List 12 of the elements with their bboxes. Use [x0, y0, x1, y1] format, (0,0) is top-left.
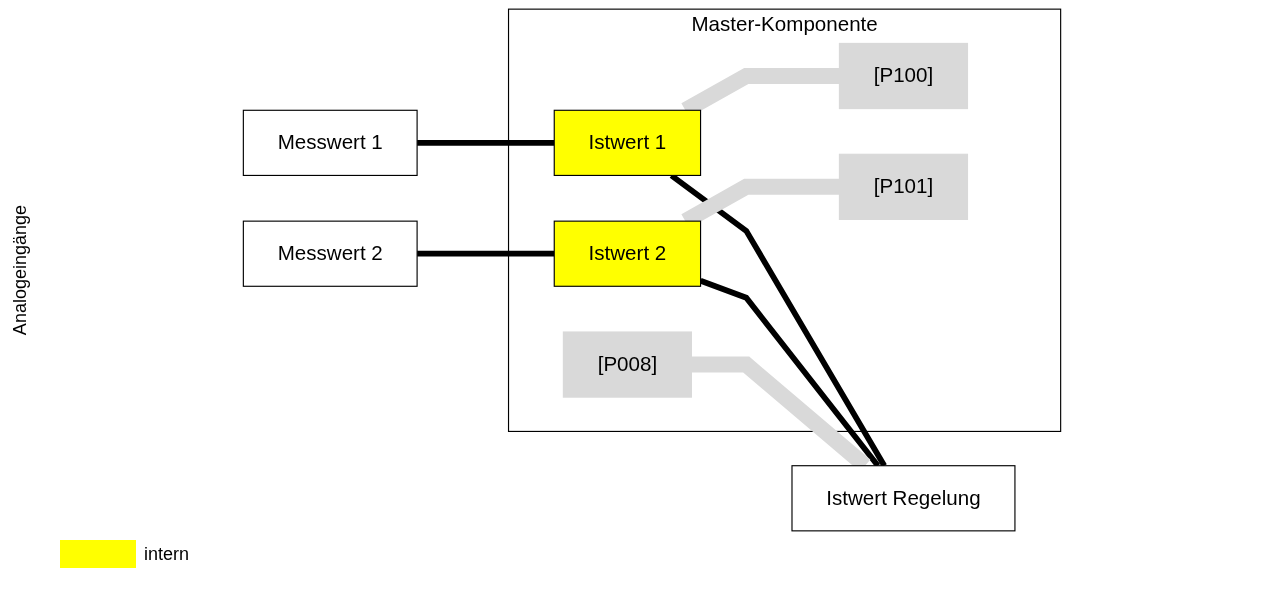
legend-label: intern [144, 543, 190, 565]
connector [417, 250, 555, 257]
node-box: Messwert 1 [242, 109, 418, 176]
node-box: Messwert 2 [242, 220, 418, 287]
node-box: Istwert 1 [553, 109, 702, 176]
node-box: [P101] [838, 153, 969, 220]
node-box: [P008] [562, 331, 692, 398]
side-label: Analogeingänge [9, 204, 31, 336]
connector [417, 140, 555, 146]
node-box: Istwert 2 [553, 220, 702, 287]
node-box: [P100] [838, 42, 969, 110]
node-box: Istwert Regelung [791, 465, 1016, 532]
